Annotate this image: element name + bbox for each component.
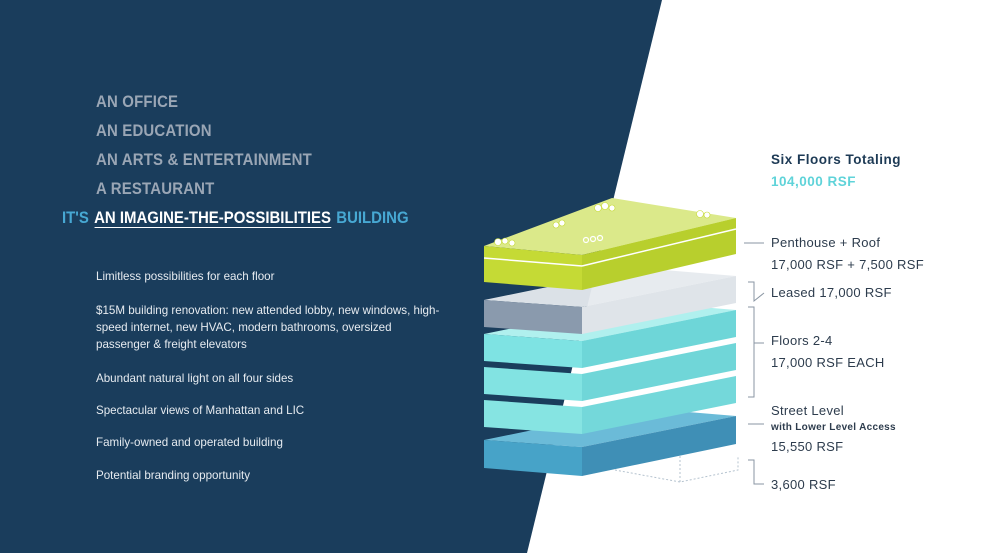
headline-restaurant: A RESTAURANT <box>96 179 215 198</box>
feature-renovation: $15M building renovation: new attended l… <box>96 304 440 351</box>
floor-2-slab <box>484 376 736 434</box>
headline-education: AN EDUCATION <box>96 121 212 140</box>
floors-2-4-label: Floors 2-4 <box>771 333 833 348</box>
feature-views: Spectacular views of Manhattan and LIC <box>96 404 305 417</box>
street-level-label: Street Level <box>771 403 844 418</box>
leased-label: Leased 17,000 RSF <box>771 285 892 300</box>
feature-branding: Potential branding opportunity <box>96 469 251 482</box>
feature-family-owned: Family-owned and operated building <box>96 436 283 449</box>
headline-arts-entertainment: AN ARTS & ENTERTAINMENT <box>96 150 312 169</box>
feature-natural-light: Abundant natural light on all four sides <box>96 372 294 385</box>
penthouse-slab <box>483 198 737 290</box>
lower-level-size: 3,600 RSF <box>771 477 836 492</box>
penthouse-label: Penthouse + Roof <box>771 235 881 250</box>
street-level-size: 15,550 RSF <box>771 439 844 454</box>
roof-trees-icon <box>494 202 711 247</box>
summary-title: Six Floors Totaling <box>771 152 902 167</box>
penthouse-size: 17,000 RSF + 7,500 RSF <box>771 257 924 272</box>
roof-seating-icon <box>582 234 604 244</box>
imagine-prefix: IT'S <box>62 208 89 227</box>
leased-floor-slab <box>484 268 736 334</box>
summary-total: 104,000 RSF <box>771 174 857 189</box>
feature-possibilities: Limitless possibilities for each floor <box>96 270 275 283</box>
street-level-note: with Lower Level Access <box>771 422 896 433</box>
floors-2-4-size: 17,000 RSF EACH <box>771 355 885 370</box>
floor-3-slab <box>484 343 736 401</box>
imagine-highlight: AN IMAGINE-THE-POSSIBILITIES <box>94 208 332 228</box>
imagine-suffix: BUILDING <box>336 208 409 227</box>
floor-brackets <box>744 242 765 485</box>
headline-office: AN OFFICE <box>96 92 179 111</box>
